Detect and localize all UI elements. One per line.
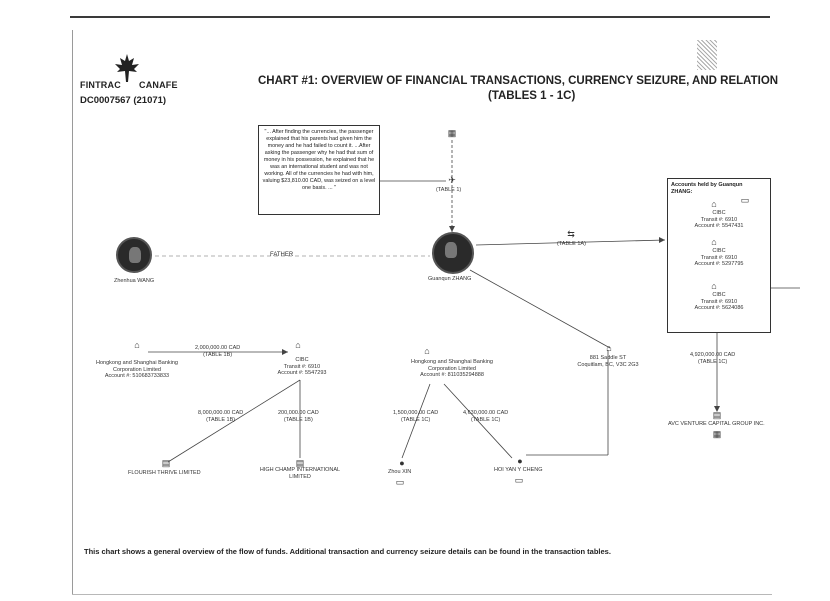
- seizure-quote-box: "... After finding the currencies, the p…: [258, 125, 380, 215]
- bank-icon: ⌂: [711, 237, 717, 247]
- chart-title: CHART #1: OVERVIEW OF FINANCIAL TRANSACT…: [258, 75, 779, 87]
- relation-label: FATHER: [270, 252, 294, 258]
- person-icon: ●: [517, 456, 523, 466]
- cibc-mid: CIBC Transit #: 6910 Account #: 5547293: [277, 357, 327, 376]
- bottom-rule: [72, 594, 772, 595]
- hsbc-mid: Hongkong and Shanghai Banking Corporatio…: [411, 359, 493, 378]
- flow-amount: 200,000.00 CAD(TABLE 1B): [278, 410, 319, 423]
- currency-icon: ▦: [447, 128, 457, 138]
- top-rule: [70, 16, 770, 18]
- flow-amount: 2,000,000.00 CAD(TABLE 1B): [195, 345, 241, 358]
- house-icon: ⌂: [606, 343, 612, 353]
- id-card-icon: ▭: [514, 475, 524, 485]
- flow-amount: 1,500,000.00 CAD(TABLE 1C): [393, 410, 439, 423]
- scan-smudge: [697, 40, 717, 70]
- address-label: 881 Saddle ST Coquitlam, BC, V3C 2G3: [577, 355, 639, 368]
- maple-leaf-icon: [115, 54, 139, 82]
- id-card-icon: ▭: [740, 195, 750, 205]
- chart-footnote: This chart shows a general overview of t…: [84, 547, 611, 556]
- company-icon: ▤: [295, 458, 305, 468]
- table1a-label: (TABLE 1A): [557, 241, 586, 247]
- id-card-icon: [294, 340, 306, 350]
- seizure-icon: ✈: [448, 175, 456, 185]
- account-2: CIBC Transit #: 6910 Account #: 5297795: [694, 248, 744, 267]
- arrowhead-seizure: [449, 226, 455, 232]
- flow-zhou: [401, 383, 431, 459]
- person-cheng: HOI YAN Y CHENG: [494, 467, 543, 473]
- transfer-icon: ⇆: [567, 229, 575, 239]
- bank-icon: ⌂: [711, 199, 717, 209]
- document-id: DC0007567 (21071): [80, 95, 167, 106]
- bank-icon: ⌂: [424, 346, 430, 356]
- company-icon: ▤: [161, 458, 171, 468]
- chart-subtitle: (TABLES 1 - 1C): [488, 90, 576, 102]
- company-high-champ: HIGH CHAMP INTERNATIONAL LIMITED: [259, 467, 341, 480]
- bank-icon: ⌂: [711, 281, 717, 291]
- account-1: CIBC Transit #: 6910 Account #: 5547431: [694, 210, 744, 229]
- logo-canafe: CANAFE: [139, 80, 178, 90]
- address-connector: [469, 269, 611, 349]
- flow-amount: 4,630,000.00 CAD(TABLE 1C): [463, 410, 509, 423]
- hsbc-left: Hongkong and Shanghai Banking Corporatio…: [96, 360, 178, 379]
- arrowhead-1a: [659, 237, 665, 243]
- flow-cheng: [443, 383, 513, 459]
- building-icon: ▦: [712, 429, 722, 439]
- id-card-icon: ▭: [395, 477, 405, 487]
- company-avc: AVC VENTURE CAPITAL GROUP INC.: [668, 421, 765, 427]
- bank-icon: ⌂: [295, 340, 301, 350]
- arrowhead-cibc: [282, 349, 288, 355]
- account-3: CIBC Transit #: 6910 Account #: 5624086: [694, 292, 744, 311]
- person-zhou: Zhou XIN: [388, 469, 412, 475]
- table1-label: (TABLE 1): [436, 187, 462, 193]
- avatar-wang: [116, 237, 152, 273]
- arrowhead-avc: [714, 406, 720, 412]
- bank-icon: ⌂: [134, 340, 140, 350]
- zhang-accounts-box: Accounts held by Guanqun ZHANG: ⌂ CIBC T…: [667, 178, 771, 333]
- person-zhang: Guanqun ZHANG: [428, 276, 472, 282]
- logo-fintrac: FINTRAC: [80, 80, 121, 90]
- flow-flourish: [167, 379, 301, 463]
- company-flourish: FLOURISH THRIVE LIMITED: [128, 470, 201, 476]
- company-icon: ▤: [712, 410, 722, 420]
- accounts-heading: Accounts held by Guanqun ZHANG:: [671, 182, 743, 195]
- table1a-connector: [475, 239, 666, 246]
- person-icon: ●: [399, 458, 405, 468]
- flow-amount: 4,920,000.00 CAD(TABLE 1C): [690, 352, 736, 365]
- avatar-zhang: [432, 232, 474, 274]
- person-wang: Zhenhua WANG: [114, 278, 155, 284]
- left-margin-rule: [72, 30, 73, 595]
- flow-amount: 8,000,000.00 CAD(TABLE 1B): [198, 410, 244, 423]
